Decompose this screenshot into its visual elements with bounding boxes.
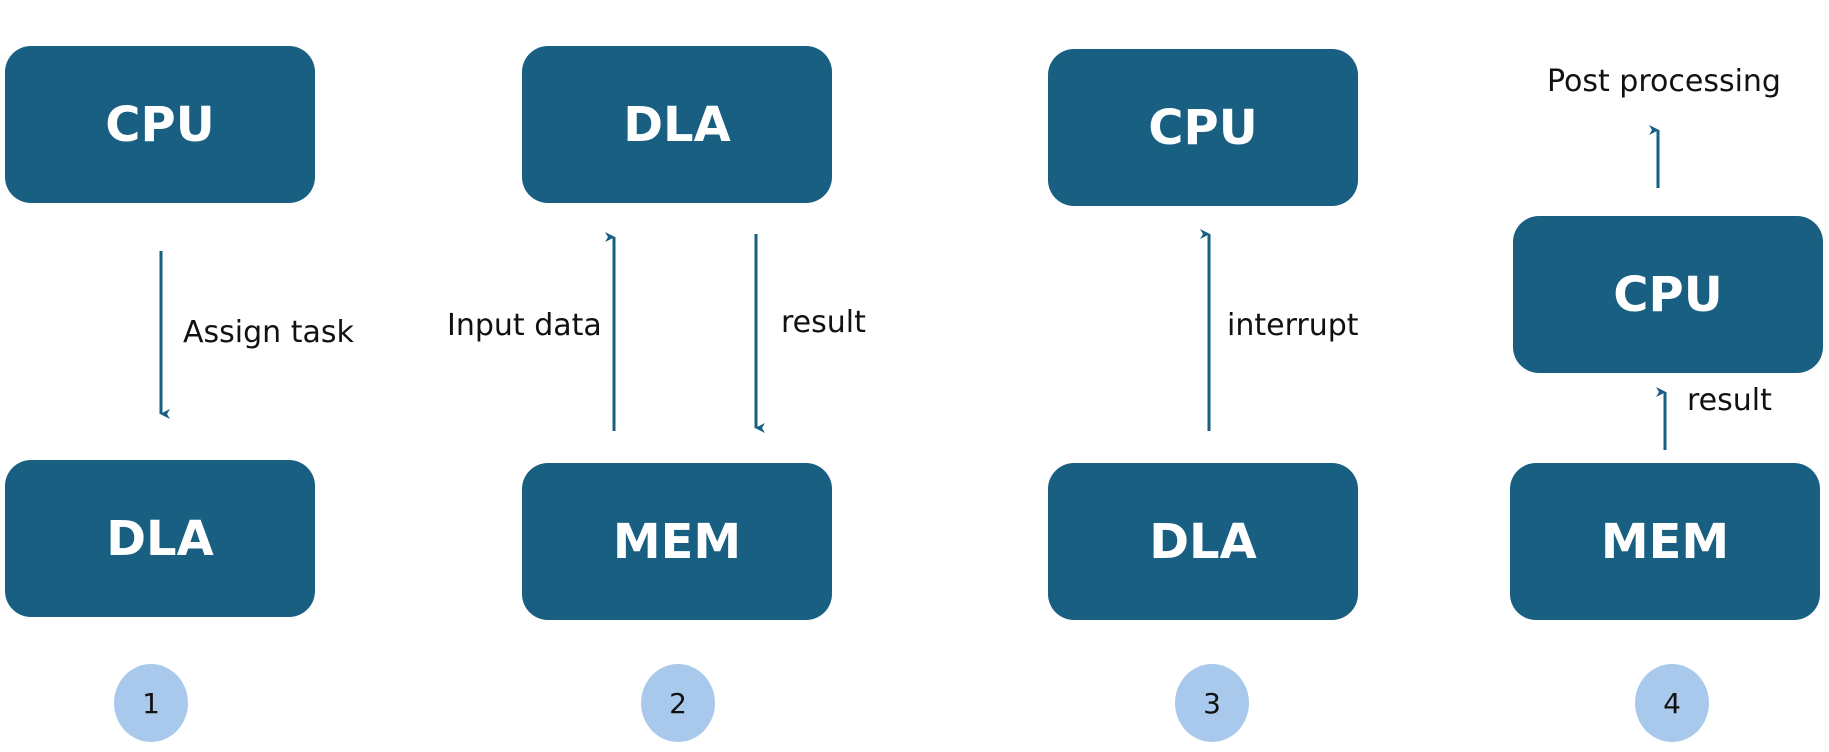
interrupt-label: interrupt xyxy=(1227,308,1359,343)
step1-dla-box: DLA xyxy=(5,460,315,617)
step3-cpu-box: CPU xyxy=(1048,49,1358,206)
step4-cpu-box: CPU xyxy=(1513,216,1823,373)
post-processing-label: Post processing xyxy=(1547,64,1781,99)
assign-task-label: Assign task xyxy=(183,315,354,350)
step-number-4: 4 xyxy=(1635,664,1709,742)
step2-dla-box: DLA xyxy=(522,46,832,203)
step-number-1: 1 xyxy=(114,664,188,742)
step4-result-label: result xyxy=(1687,383,1772,418)
step1-cpu-box: CPU xyxy=(5,46,315,203)
step4-mem-box: MEM xyxy=(1510,463,1820,620)
step2-result-label: result xyxy=(781,305,866,340)
step-number-2: 2 xyxy=(641,664,715,742)
step-number-3: 3 xyxy=(1175,664,1249,742)
step3-dla-box: DLA xyxy=(1048,463,1358,620)
step2-mem-box: MEM xyxy=(522,463,832,620)
input-data-label: Input data xyxy=(447,308,602,343)
